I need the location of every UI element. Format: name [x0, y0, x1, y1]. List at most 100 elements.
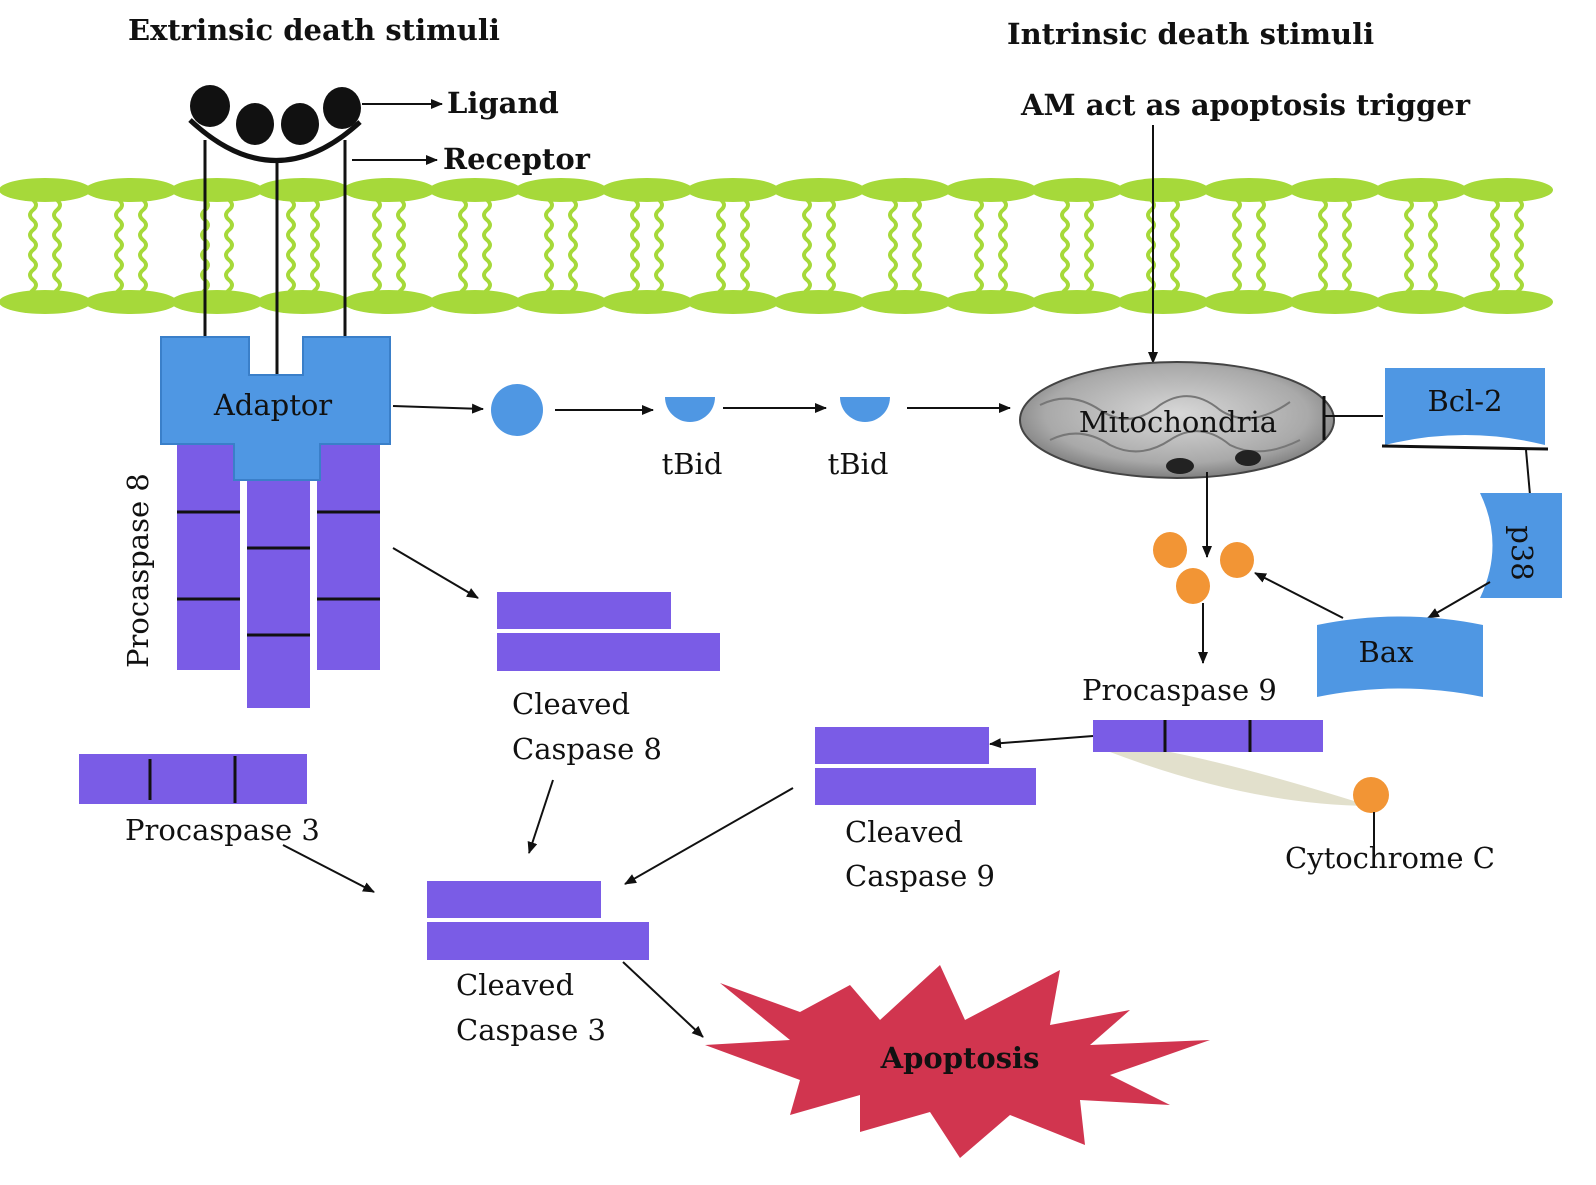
ligand-ball-4 [323, 87, 361, 129]
lipid-tail [52, 198, 62, 302]
ligand-ball-2 [236, 103, 274, 145]
lipid-tail [826, 198, 836, 302]
lipid-tail [458, 198, 468, 302]
lipid-head [945, 178, 1037, 202]
lipid-head [1031, 290, 1123, 314]
procaspase9-label: Procaspase 9 [1082, 673, 1277, 707]
lipid-tail [974, 198, 984, 302]
lipid-tail [286, 198, 296, 302]
lipid-tail [28, 198, 38, 302]
intrinsic-title: Intrinsic death stimuli [1007, 17, 1374, 51]
lipid-tail [1428, 198, 1438, 302]
lipid-head [343, 290, 435, 314]
trigger-label: AM act as apoptosis trigger [1020, 88, 1471, 122]
lipid-head [85, 178, 177, 202]
adaptor-block [160, 336, 391, 481]
lipid-head [171, 178, 263, 202]
apoptosis-burst [705, 965, 1210, 1158]
adaptor-label: Adaptor [213, 388, 332, 422]
lipid-head [1203, 290, 1295, 314]
receptor-label: Receptor [443, 142, 591, 176]
lipid-head [515, 290, 607, 314]
lipid-tail [998, 198, 1008, 302]
lipid-tail [1084, 198, 1094, 302]
bax-block [1317, 616, 1483, 697]
cleaved3-line1: Cleaved [456, 968, 574, 1002]
lipid-head [257, 178, 349, 202]
cytochrome-dot-1 [1153, 532, 1187, 568]
cleaved8-line1: Cleaved [512, 687, 630, 721]
cleaved8-line2: Caspase 8 [512, 732, 662, 766]
lipid-tail [568, 198, 578, 302]
mitochondria [1019, 361, 1335, 479]
cleaved-caspase-8 [497, 592, 720, 671]
cytochrome-dot-2 [1220, 542, 1254, 578]
lipid-head [687, 290, 779, 314]
lipid-head [257, 290, 349, 314]
cleaved9-line1: Cleaved [845, 815, 963, 849]
lipid-head [601, 178, 693, 202]
lipid-tail [1256, 198, 1266, 302]
procaspase3-label: Procaspase 3 [125, 813, 320, 847]
lipid-head [1375, 178, 1467, 202]
lipid-tail [654, 198, 664, 302]
lipid-tail [716, 198, 726, 302]
receptor-complex [188, 85, 362, 395]
lipid-tail [1342, 198, 1352, 302]
procaspase-3 [79, 754, 307, 804]
lipid-head [1289, 290, 1381, 314]
cleaved-caspase-9 [815, 727, 1036, 805]
lipid-tail [1514, 198, 1524, 302]
lipid-tail [1490, 198, 1500, 302]
lipid-tail [310, 198, 320, 302]
lipid-head [1375, 290, 1467, 314]
cleaved3-line2: Caspase 3 [456, 1013, 606, 1047]
lipid-tail [1318, 198, 1328, 302]
lipid-tail [138, 198, 148, 302]
lipid-head [0, 290, 91, 314]
tbid-shape-2 [840, 397, 890, 422]
p38-label: p38 [1505, 525, 1539, 580]
lipid-tail [1404, 198, 1414, 302]
lipid-tail [482, 198, 492, 302]
bcl2-block [1385, 368, 1545, 445]
lipid-tail [888, 198, 898, 302]
cytochrome-c-label: Cytochrome C [1285, 841, 1495, 875]
lipid-head [945, 290, 1037, 314]
bcl2-label: Bcl-2 [1427, 384, 1502, 418]
tbid-label-1: tBid [662, 447, 723, 481]
cytochrome-dot-3 [1176, 568, 1210, 604]
lipid-head [1461, 290, 1553, 314]
tbid-label-2: tBid [828, 447, 889, 481]
lipid-tail [224, 198, 234, 302]
mitochondria-label: Mitochondria [1079, 405, 1277, 439]
cell-membrane [0, 178, 1553, 314]
lipid-tail [1060, 198, 1070, 302]
lipid-head [687, 178, 779, 202]
procaspase-9 [1093, 720, 1323, 752]
lipid-tail [802, 198, 812, 302]
bid-circle [491, 384, 543, 436]
lipid-head [1203, 178, 1295, 202]
lipid-tail [114, 198, 124, 302]
lipid-head [1289, 178, 1381, 202]
cleaved-caspase-3 [427, 881, 649, 960]
apoptosis-label: Apoptosis [880, 1041, 1040, 1075]
p38-block [1480, 493, 1562, 598]
tbid-shape-1 [665, 397, 715, 422]
lipid-tail [912, 198, 922, 302]
lipid-head [0, 178, 91, 202]
lipid-head [773, 290, 865, 314]
lipid-tail [740, 198, 750, 302]
lipid-tail [1170, 198, 1180, 302]
procaspase8-label: Procaspase 8 [121, 473, 155, 668]
lipid-head [1461, 178, 1553, 202]
lipid-tail [630, 198, 640, 302]
lipid-tail [544, 198, 554, 302]
lipid-tail [1232, 198, 1242, 302]
lipid-head [773, 178, 865, 202]
lipid-head [1117, 178, 1209, 202]
ligand-label: Ligand [447, 86, 559, 120]
lipid-head [859, 178, 951, 202]
